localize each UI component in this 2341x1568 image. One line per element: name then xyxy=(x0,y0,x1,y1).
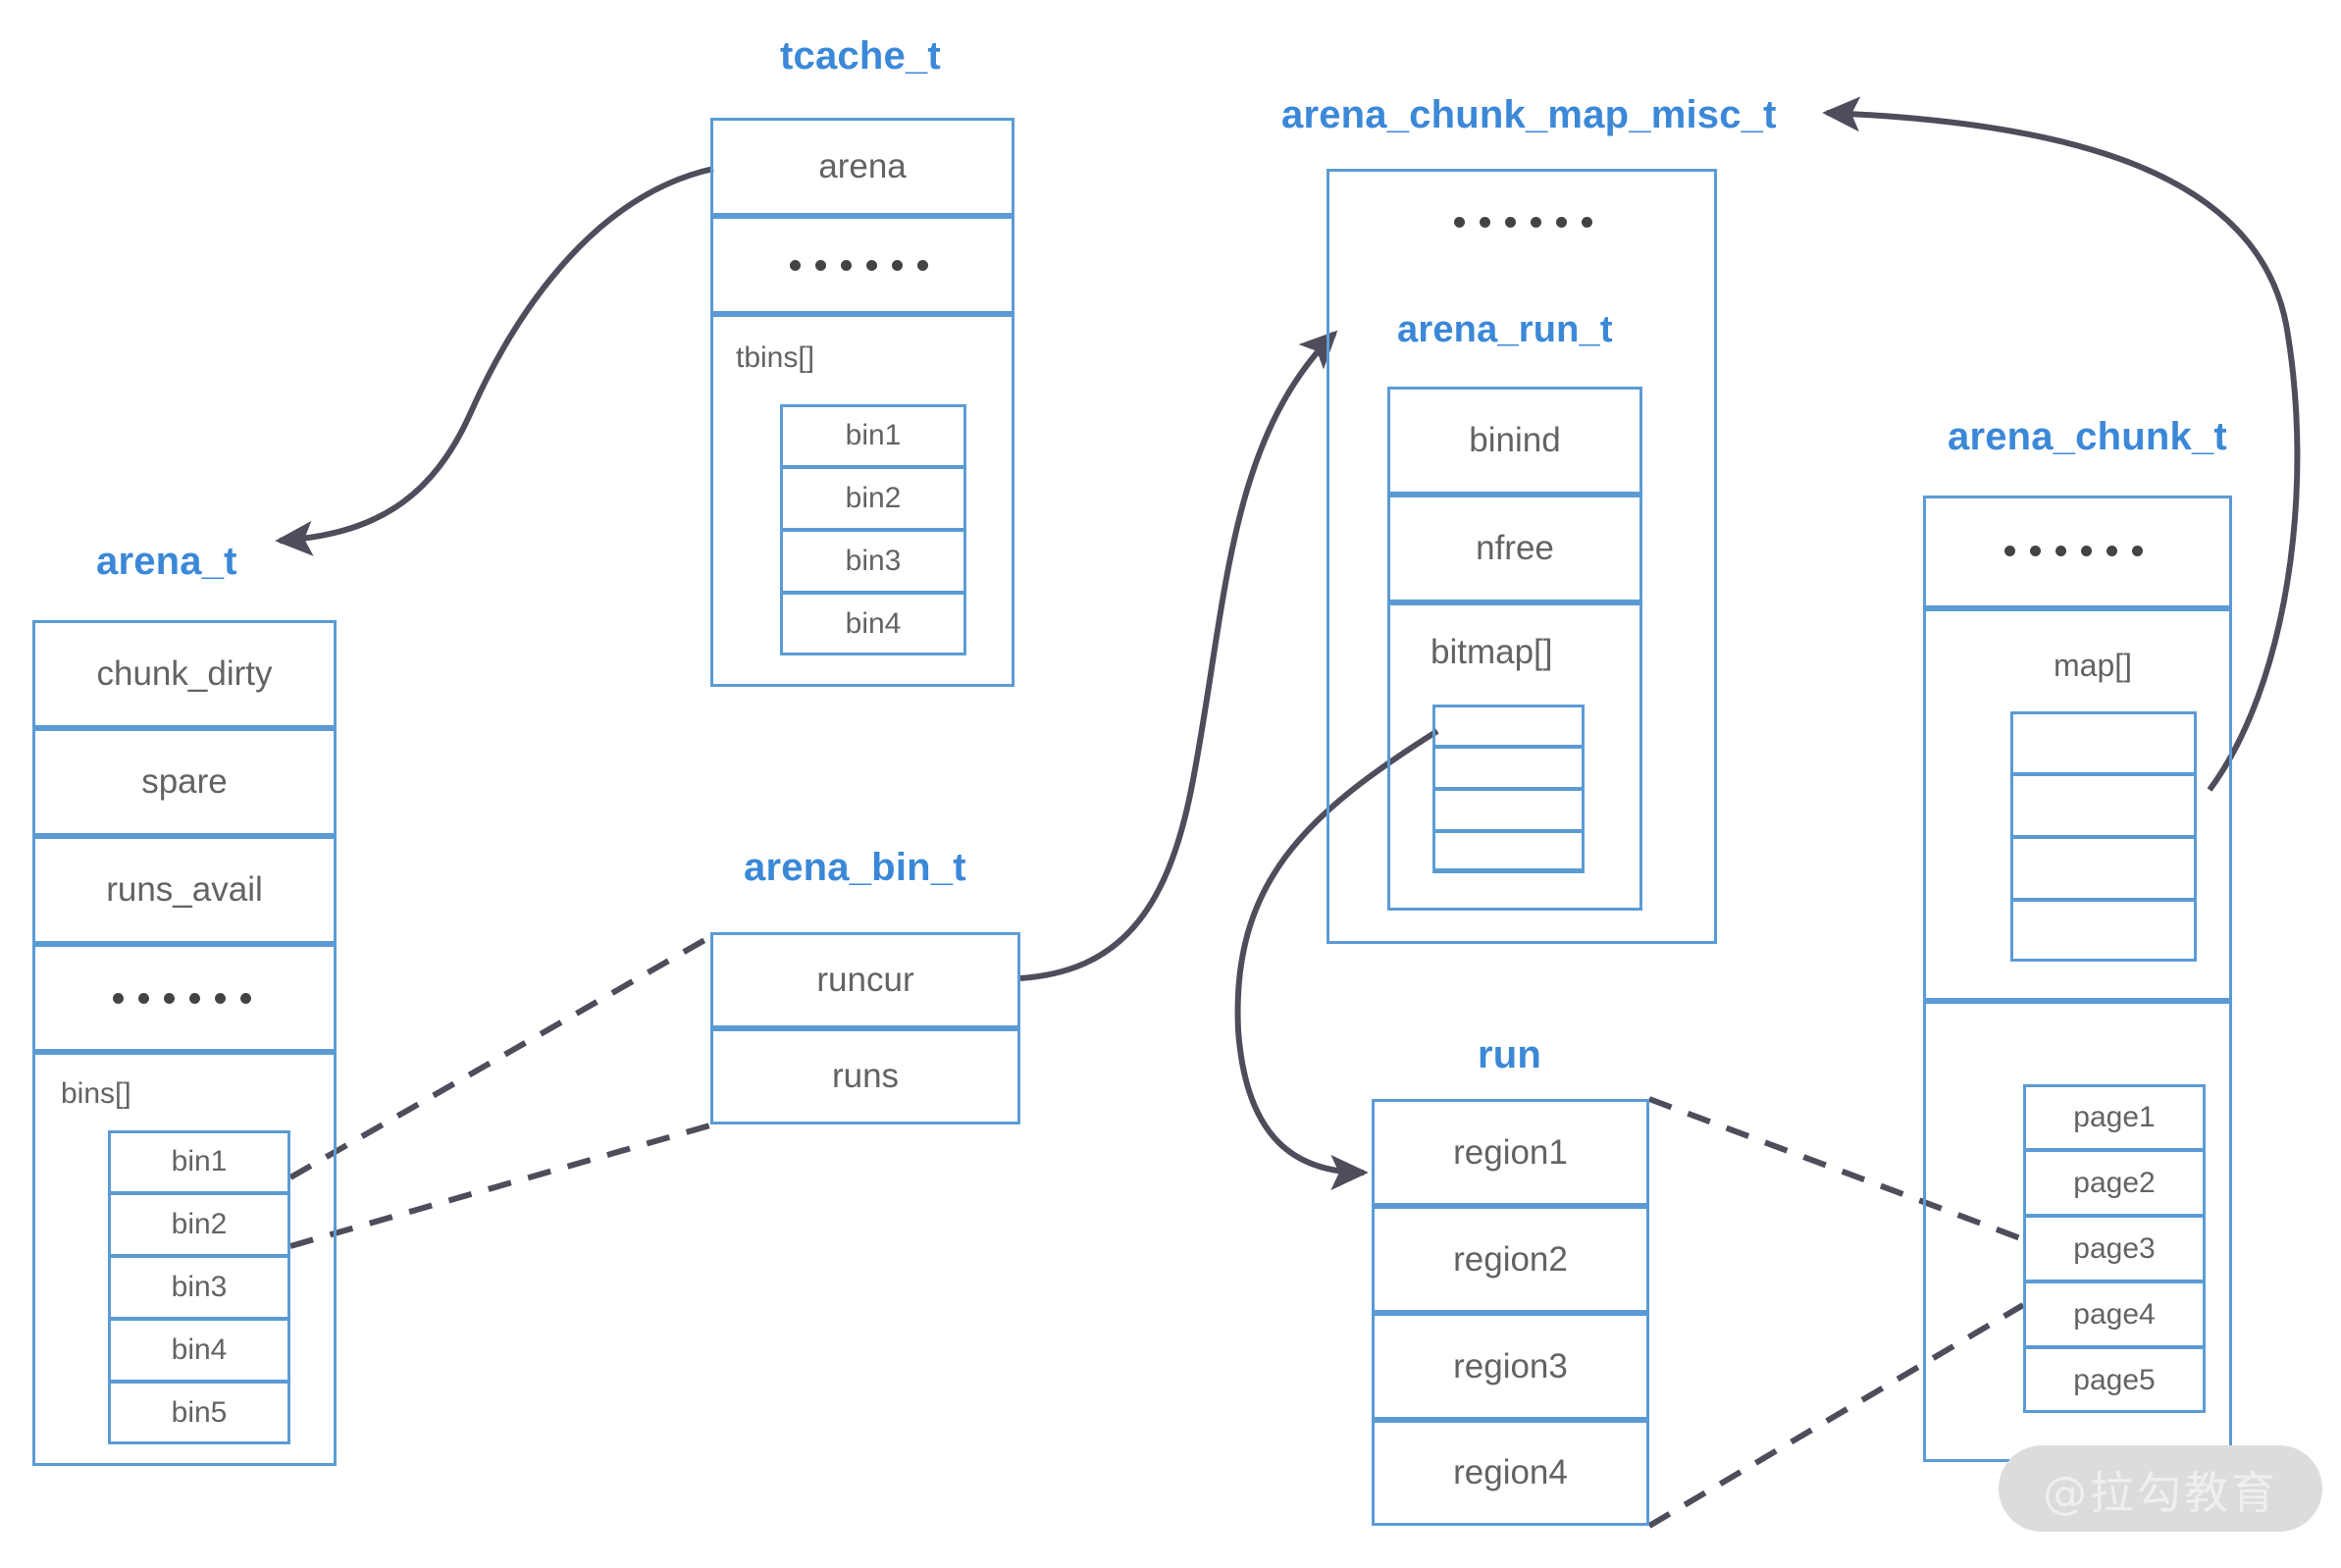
map-cell xyxy=(2010,711,2197,774)
arena-field-spare: spare xyxy=(32,728,337,836)
bitmap-cell xyxy=(1432,831,1585,873)
arena-field-label: spare xyxy=(141,762,228,801)
tcache-field-tbins xyxy=(710,314,1014,687)
tcache-tbin-label: bin3 xyxy=(845,545,902,577)
tcache-tbin-item: bin3 xyxy=(780,530,966,593)
run-region-3: region3 xyxy=(1372,1313,1649,1420)
arena-field-ellipsis xyxy=(32,944,337,1052)
arena-run-field-label: binind xyxy=(1469,421,1561,459)
arena-run-field-binind: binind xyxy=(1387,387,1642,495)
arena-run-bitmap-label: bitmap[] xyxy=(1431,633,1553,671)
arena-chunk-ellipsis-dots xyxy=(2004,546,2143,556)
arena-bins-label: bins[] xyxy=(61,1077,131,1110)
run-region-label: region3 xyxy=(1453,1346,1568,1385)
arena-run-field-label: nfree xyxy=(1476,529,1554,567)
page-label: page4 xyxy=(2073,1297,2156,1331)
arena-bin-item: bin5 xyxy=(108,1382,290,1444)
run-region-label: region4 xyxy=(1453,1453,1568,1491)
link-runcur-to-arena-run-t xyxy=(1019,330,1338,981)
tcache-tbin-label: bin1 xyxy=(845,419,902,451)
tcache-tbin-item: bin4 xyxy=(780,593,966,655)
watermark: @拉勾教育 xyxy=(1999,1445,2322,1532)
tcache-field-arena-label: arena xyxy=(818,147,907,185)
page-item: page5 xyxy=(2023,1347,2206,1413)
bitmap-cell xyxy=(1432,705,1585,747)
tcache-field-arena: arena xyxy=(710,118,1014,216)
arena-bin-field-runcur: runcur xyxy=(710,932,1020,1028)
arena-bin-label: bin5 xyxy=(171,1396,228,1429)
page-item: page2 xyxy=(2023,1150,2206,1216)
arena-bin-label: bin4 xyxy=(171,1333,228,1366)
arena-run-field-bitmap xyxy=(1387,602,1642,911)
page-label: page3 xyxy=(2073,1231,2156,1265)
arena-chunk-field-map xyxy=(1923,608,2232,1001)
tcache-tbin-item: bin1 xyxy=(780,404,966,467)
arena-bin-label: bin2 xyxy=(171,1208,228,1240)
leader-bin2-to-arena-bin-top xyxy=(288,932,715,1180)
map-cell xyxy=(2010,900,2197,962)
arena-field-label: runs_avail xyxy=(106,870,263,909)
arena-chunk-field-ellipsis xyxy=(1923,496,2232,608)
struct-title-arena-t: arena_t xyxy=(96,540,237,583)
run-region-label: region2 xyxy=(1453,1239,1568,1279)
struct-title-run: run xyxy=(1478,1033,1542,1076)
arena-bin-item: bin3 xyxy=(108,1256,290,1319)
run-region-1: region1 xyxy=(1372,1099,1649,1206)
arena-field-runs-avail: runs_avail xyxy=(32,836,337,944)
arena-field-bins xyxy=(32,1052,337,1466)
arena-bin-label: bin1 xyxy=(171,1145,228,1177)
run-region-4: region4 xyxy=(1372,1420,1649,1526)
tcache-tbins-label: tbins[] xyxy=(736,341,815,374)
arena-bin-item: bin1 xyxy=(108,1130,290,1193)
bitmap-cell xyxy=(1432,747,1585,789)
page-label: page1 xyxy=(2073,1100,2156,1133)
arena-field-chunk-dirty: chunk_dirty xyxy=(32,620,337,728)
run-region-2: region2 xyxy=(1372,1206,1649,1313)
chunk-map-misc-ellipsis-dots xyxy=(1454,217,1592,228)
struct-title-arena-chunk-t: arena_chunk_t xyxy=(1948,415,2227,458)
page-label: page5 xyxy=(2073,1363,2156,1396)
arena-chunk-map-label: map[] xyxy=(2054,648,2133,683)
watermark-text: @拉勾教育 xyxy=(2042,1466,2278,1519)
link-tcache-arena-to-arena-t xyxy=(275,166,714,556)
arena-run-field-nfree: nfree xyxy=(1387,495,1642,602)
tcache-tbin-label: bin2 xyxy=(845,482,902,514)
run-region-label: region1 xyxy=(1453,1132,1568,1172)
bitmap-cell xyxy=(1432,789,1585,831)
struct-title-arena-bin-t: arena_bin_t xyxy=(744,846,966,889)
tcache-field-ellipsis xyxy=(710,216,1014,314)
arena-bin-label: bin3 xyxy=(171,1271,228,1303)
struct-title-arena-chunk-map-misc-t: arena_chunk_map_misc_t xyxy=(1281,93,1777,136)
arena-bin-field-label: runs xyxy=(831,1057,900,1095)
arena-bin-item: bin2 xyxy=(108,1193,290,1256)
arena-field-label: chunk_dirty xyxy=(96,654,273,693)
page-item: page3 xyxy=(2023,1216,2206,1281)
arena-ellipsis-dots xyxy=(113,993,251,1004)
page-label: page2 xyxy=(2073,1166,2156,1199)
page-item: page1 xyxy=(2023,1084,2206,1150)
struct-title-tcache-t: tcache_t xyxy=(780,34,941,78)
tcache-tbin-label: bin4 xyxy=(845,607,902,640)
arena-bin-field-label: runcur xyxy=(816,961,914,999)
map-cell xyxy=(2010,774,2197,837)
tcache-tbin-item: bin2 xyxy=(780,467,966,530)
arena-bin-item: bin4 xyxy=(108,1319,290,1382)
struct-title-arena-run-t: arena_run_t xyxy=(1397,309,1613,350)
arena-bin-field-runs: runs xyxy=(710,1028,1020,1124)
arena-chunk-map-misc-t-box xyxy=(1327,169,1717,944)
tcache-ellipsis-dots xyxy=(790,260,928,271)
leader-bin2-to-arena-bin-bottom xyxy=(289,1122,714,1249)
page-item: page4 xyxy=(2023,1281,2206,1347)
map-cell xyxy=(2010,837,2197,900)
